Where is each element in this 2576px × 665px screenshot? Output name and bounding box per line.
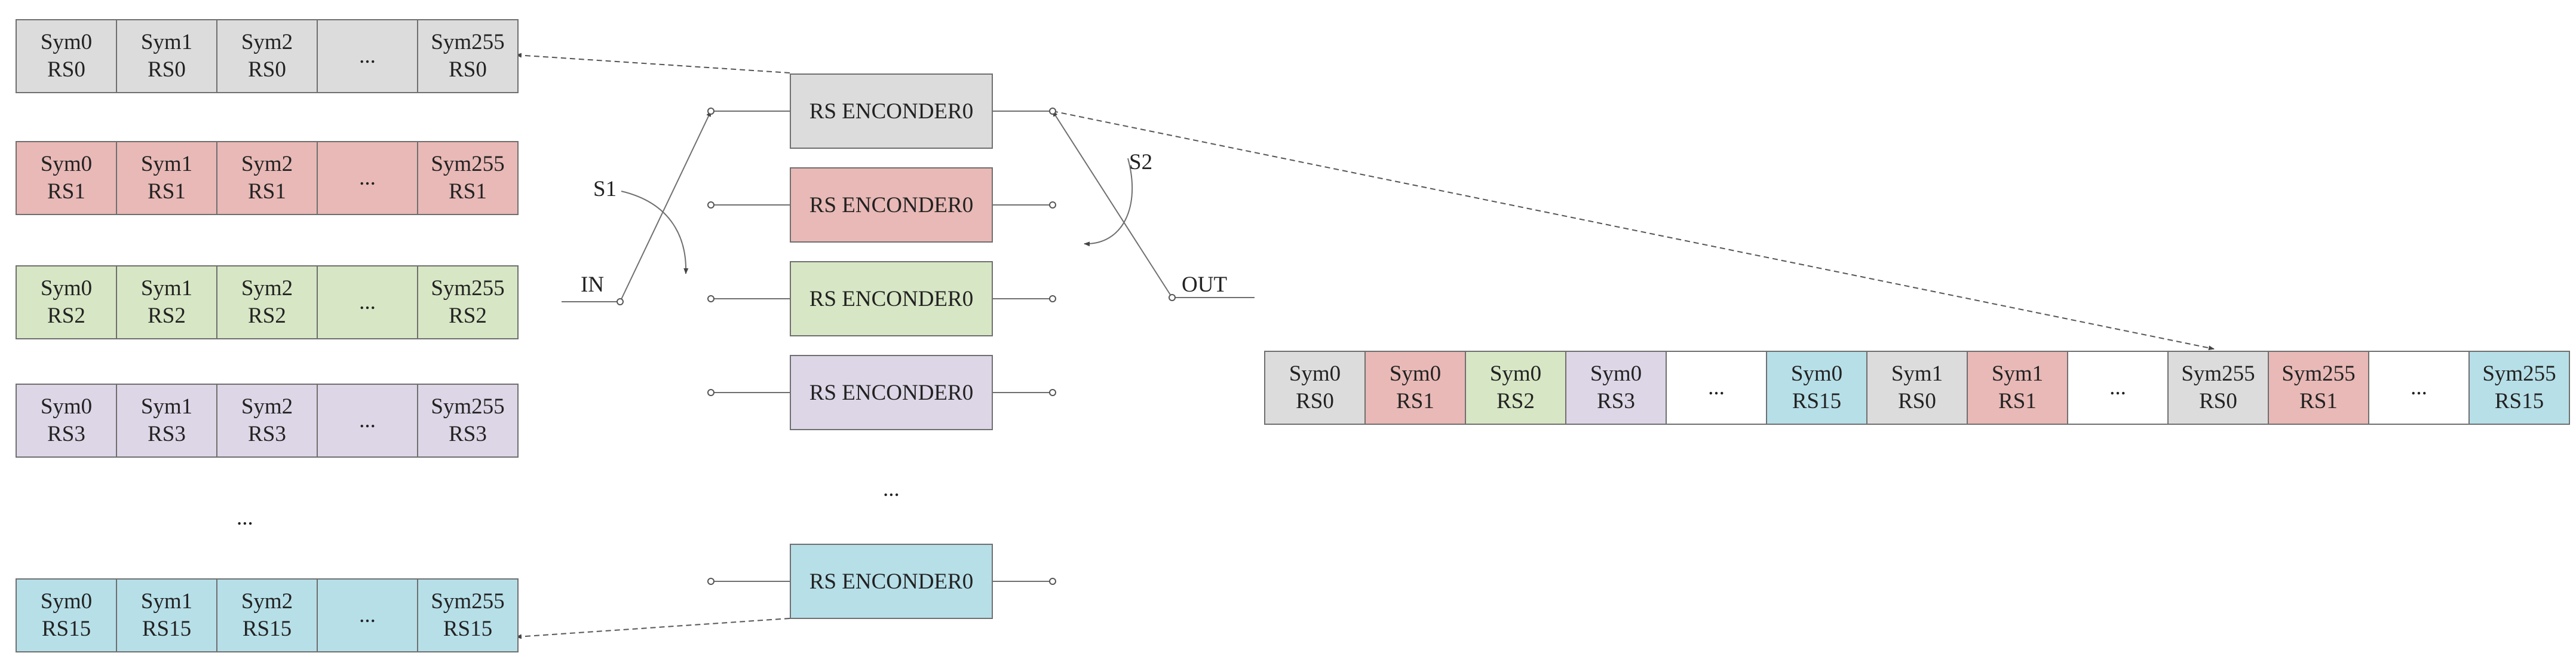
s1-contact-terminal — [707, 201, 714, 209]
s1-contact-terminal — [707, 389, 714, 396]
encoders-ellipsis: ... — [883, 477, 900, 501]
symbol-cell: Sym0 RS2 — [16, 265, 117, 339]
output-symbol-cell: Sym0 RS1 — [1364, 351, 1466, 425]
symbol-cell: Sym2 RS2 — [216, 265, 318, 339]
s2-label: S2 — [1129, 150, 1153, 174]
symbol-cell: Sym2 RS0 — [216, 19, 318, 93]
row-ellipsis-cell: ... — [317, 384, 418, 458]
symbol-cell: Sym1 RS1 — [116, 141, 217, 215]
output-ellipsis-cell: ... — [2368, 351, 2470, 425]
s2-switch-arm — [1052, 111, 1173, 298]
s2-rotation-arrow — [1084, 158, 1133, 247]
output-to-interleaved-arrow — [1052, 111, 2215, 351]
output-symbol-cell: Sym1 RS1 — [1967, 351, 2068, 425]
encoder15-to-rs15-row-arrow — [516, 618, 790, 639]
rs-encoder-block: RS ENCONDER0 — [790, 355, 993, 430]
symbol-cell: Sym0 RS0 — [16, 19, 117, 93]
symbol-cell: Sym1 RS2 — [116, 265, 217, 339]
s2-contact-terminal — [1049, 389, 1056, 396]
symbol-cell: Sym2 RS15 — [216, 578, 318, 652]
symbol-cell: Sym1 RS3 — [116, 384, 217, 458]
symbol-cell: Sym1 RS15 — [116, 578, 217, 652]
out-label: OUT — [1182, 272, 1228, 297]
output-symbol-cell: Sym255 RS1 — [2268, 351, 2369, 425]
s2-contact-terminal — [1049, 108, 1056, 115]
output-symbol-cell: Sym0 RS2 — [1465, 351, 1566, 425]
symbol-cell: Sym255 RS1 — [417, 141, 519, 215]
output-ellipsis-cell: ... — [1666, 351, 1767, 425]
symbol-cell: Sym0 RS3 — [16, 384, 117, 458]
output-symbol-cell: Sym0 RS3 — [1565, 351, 1667, 425]
symbol-cell: Sym1 RS0 — [116, 19, 217, 93]
s2-contact-terminal — [1049, 295, 1056, 302]
s1-rotation-arrow — [621, 191, 689, 274]
symbol-cell: Sym2 RS3 — [216, 384, 318, 458]
rs-encoder-block: RS ENCONDER0 — [790, 544, 993, 619]
s1-contact-terminal — [707, 295, 714, 302]
output-symbol-cell: Sym255 RS15 — [2468, 351, 2570, 425]
symbol-cell: Sym255 RS2 — [417, 265, 519, 339]
s1-pivot-terminal — [617, 298, 624, 305]
symbol-cell: Sym255 RS3 — [417, 384, 519, 458]
s1-contact-terminal — [707, 578, 714, 585]
s1-switch-arm — [620, 111, 712, 302]
row-ellipsis-cell: ... — [317, 265, 418, 339]
s2-contact-terminal — [1049, 578, 1056, 585]
s1-contact-terminal — [707, 108, 714, 115]
row-ellipsis-cell: ... — [317, 19, 418, 93]
output-symbol-cell: Sym255 RS0 — [2167, 351, 2269, 425]
symbol-cell: Sym0 RS1 — [16, 141, 117, 215]
output-ellipsis-cell: ... — [2067, 351, 2169, 425]
in-label: IN — [581, 272, 605, 297]
rs-encoder-block: RS ENCONDER0 — [790, 167, 993, 243]
output-symbol-cell: Sym0 RS15 — [1766, 351, 1867, 425]
row-ellipsis-cell: ... — [317, 578, 418, 652]
symbol-cell: Sym2 RS1 — [216, 141, 318, 215]
s2-contact-terminal — [1049, 201, 1056, 209]
symbol-cell: Sym255 RS0 — [417, 19, 519, 93]
s2-pivot-terminal — [1169, 294, 1176, 301]
symbol-cell: Sym255 RS15 — [417, 578, 519, 652]
row-ellipsis-cell: ... — [317, 141, 418, 215]
rs-encoder-block: RS ENCONDER0 — [790, 73, 993, 149]
s1-label: S1 — [593, 177, 617, 201]
output-symbol-cell: Sym0 RS0 — [1264, 351, 1366, 425]
output-symbol-cell: Sym1 RS0 — [1866, 351, 1968, 425]
encoder0-to-rs0-row-arrow — [516, 53, 790, 73]
rows-ellipsis: ... — [237, 505, 253, 530]
rs-encoder-block: RS ENCONDER0 — [790, 261, 993, 336]
symbol-cell: Sym0 RS15 — [16, 578, 117, 652]
